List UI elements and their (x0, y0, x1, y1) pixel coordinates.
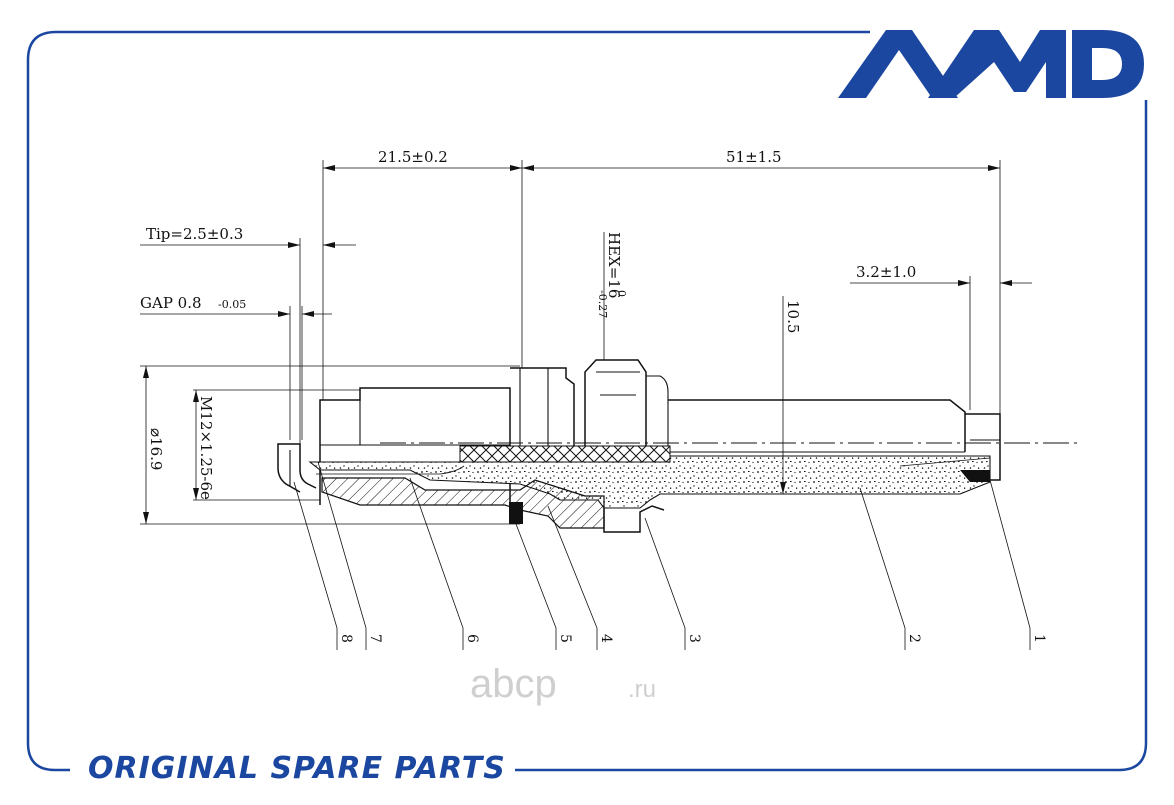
callout-3: 3 (686, 634, 702, 643)
callout-1: 1 (1031, 634, 1047, 643)
dim-shell-length: 21.5±0.2 (378, 148, 448, 166)
dim-thread: M12×1.25-6e (197, 396, 215, 500)
abcp-watermark: abcp .ru (470, 662, 656, 706)
svg-text:-0.27: -0.27 (596, 290, 609, 318)
dim-terminal: 3.2±1.0 (856, 263, 916, 281)
spark-plug-body (277, 359, 1080, 533)
dimension-lines (140, 160, 1032, 525)
dim-hex: HEX=16 0 -0.27 (596, 232, 628, 318)
amd-logo (838, 30, 1144, 98)
dim-tip: Tip=2.5±0.3 (146, 225, 243, 243)
dim-gap-tolerance: -0.05 (218, 298, 246, 311)
callout-8: 8 (338, 634, 354, 643)
dim-diameter: ⌀16.9 (147, 428, 165, 470)
callout-2: 2 (906, 634, 922, 643)
svg-text:0: 0 (615, 290, 628, 297)
callout-4: 4 (598, 634, 614, 643)
svg-text:.ru: .ru (628, 676, 656, 703)
callout-7: 7 (367, 634, 383, 643)
svg-text:abcp: abcp (470, 662, 557, 706)
dim-gap: GAP 0.8 (140, 294, 202, 312)
footer-label: ORIGINAL SPARE PARTS (88, 751, 506, 786)
callout-5: 5 (557, 634, 573, 643)
sheet-frame (26, 30, 1148, 772)
svg-text:HEX=16: HEX=16 (605, 232, 623, 298)
dim-height: 10.5 (784, 300, 802, 333)
callout-6: 6 (464, 634, 480, 643)
callout-leaders (293, 461, 1031, 650)
dim-total-length: 51±1.5 (726, 148, 782, 166)
